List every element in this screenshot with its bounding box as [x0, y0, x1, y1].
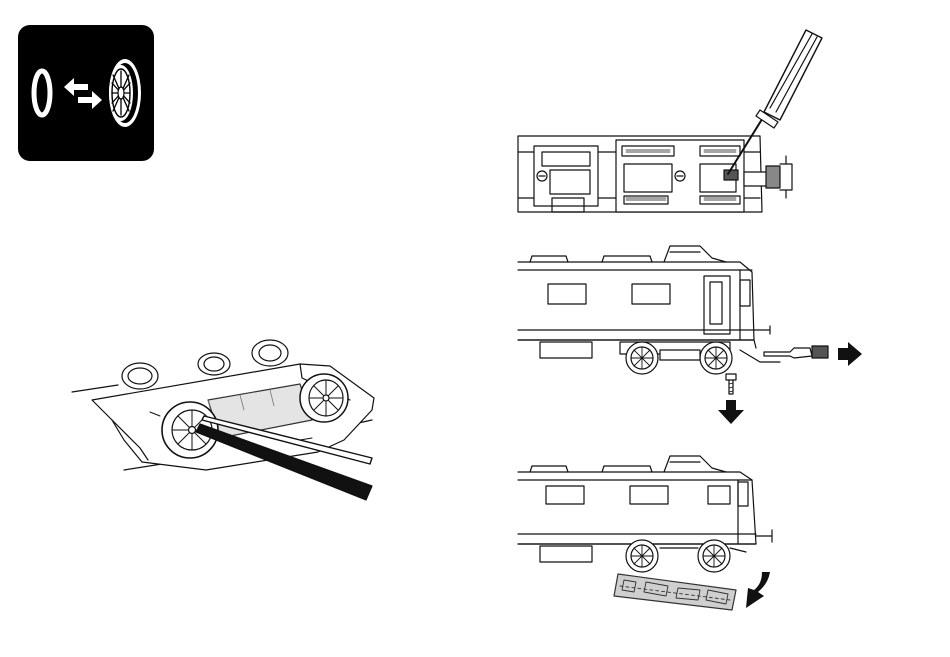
removed-frame [614, 574, 736, 610]
traction-tire-replacement-icon [18, 25, 154, 161]
wheel-mid-2 [700, 342, 732, 374]
arrow-down-icon [718, 400, 744, 424]
wheel-bot-2 [698, 540, 730, 572]
screw-icon [726, 374, 736, 394]
wheel-top-1 [122, 363, 158, 389]
wheel-top-2 [198, 353, 230, 375]
wheel-removal-illustration [72, 340, 374, 500]
wheel-top-3 [252, 340, 288, 366]
locomotive-underside-screw-illustration [518, 30, 822, 212]
frame-removal-illustration [518, 456, 772, 610]
curved-arrow-down-icon [746, 572, 770, 608]
arrow-right-icon [838, 342, 862, 366]
wheel-mid-1 [626, 342, 658, 374]
extracted-coupler [764, 346, 828, 358]
coupler-removal-illustration [518, 246, 862, 424]
wheel-front-right [300, 374, 348, 422]
wheel-bot-1 [626, 540, 658, 572]
wheel-icon [109, 59, 141, 127]
screwdriver-icon [728, 30, 822, 174]
